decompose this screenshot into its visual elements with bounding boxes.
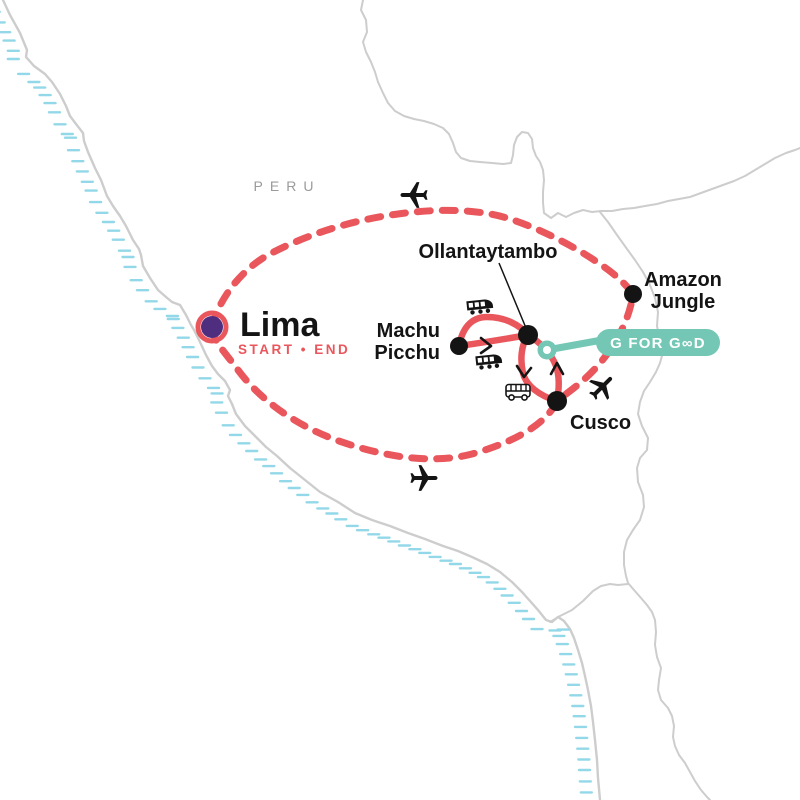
g-for-good-dot-center: [543, 346, 551, 354]
g-for-good-badge-label: G FOR G∞D: [610, 335, 706, 352]
lima-marker: [195, 310, 229, 344]
country-label: PERU: [254, 178, 321, 194]
lima-marker-core: [201, 316, 223, 338]
amazon-jungle-label-line1: Amazon: [644, 269, 722, 291]
route-arrows: [479, 336, 565, 379]
train-icon-upper: [466, 298, 494, 316]
cusco-label: Cusco: [570, 412, 631, 434]
coastline-path: [1, 0, 602, 800]
ollantaytambo-pointer-line: [498, 262, 527, 329]
lima-marker-ring: [195, 310, 229, 344]
machu-picchu-label-line2: Picchu: [374, 342, 440, 364]
airplane-east-icon: [410, 465, 438, 491]
city-dot-cusco: [547, 391, 567, 411]
g-for-good-badge: [596, 329, 720, 356]
airplane-west-icon: [400, 182, 428, 208]
city-labels: Lima START • END Ollantaytambo Machu Pic…: [238, 241, 722, 434]
g-for-good-group: G FOR G∞D: [537, 329, 720, 360]
city-dots: [450, 285, 642, 411]
amazon-jungle-label-line2: Jungle: [651, 291, 715, 313]
country-borders: [360, 0, 800, 800]
route-machu-ollanta-rail-lower: [455, 331, 532, 350]
machu-picchu-label-line1: Machu: [377, 320, 440, 342]
start-end-label: START • END: [238, 342, 350, 357]
city-dot-amazon-jungle: [624, 285, 642, 303]
city-dot-machu-picchu: [450, 337, 468, 355]
city-dot-ollantaytambo: [518, 325, 538, 345]
ollantaytambo-label: Ollantaytambo: [419, 241, 558, 263]
coast-hatching-group: [0, 10, 593, 794]
dashed-flight-route: [208, 206, 637, 463]
route-machu-ollanta-rail-upper: [455, 313, 532, 350]
lima-label: Lima: [240, 306, 320, 344]
border-coast-link-path: [549, 583, 629, 623]
border-north-path: [360, 0, 800, 219]
arrow-right-icon: [479, 336, 493, 355]
train-icon-lower: [475, 353, 503, 371]
arrow-down-icon: [515, 364, 533, 379]
bus-icon: [505, 383, 531, 401]
arrow-up-icon: [549, 361, 565, 376]
